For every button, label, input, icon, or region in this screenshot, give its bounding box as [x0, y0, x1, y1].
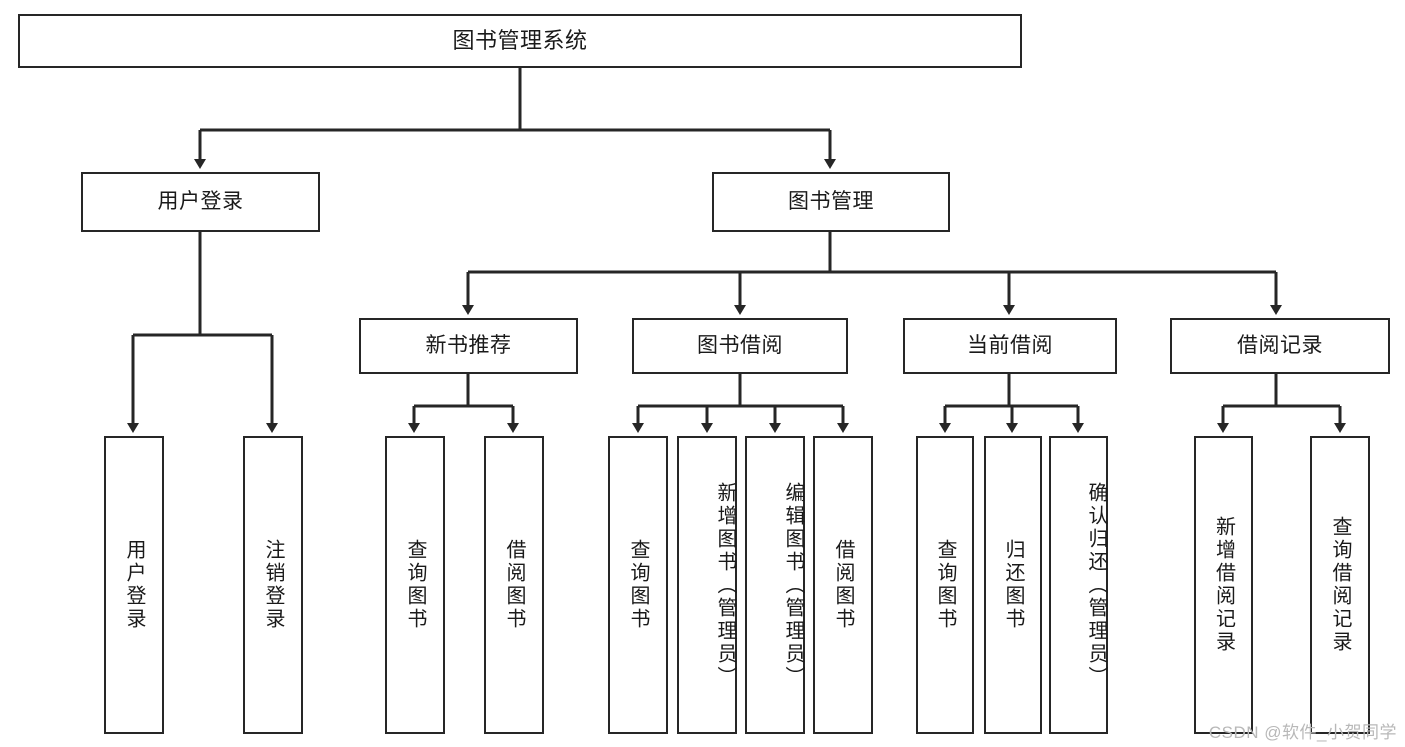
node-book-borrow[interactable]: 图书借阅	[632, 318, 848, 374]
leaf-user-login-signin[interactable]: 用户登录	[104, 436, 164, 734]
node-label: 新增借阅记录	[1212, 516, 1235, 654]
node-label: 借阅图书	[503, 539, 525, 631]
node-label: 注销登录	[262, 539, 284, 631]
leaf-borrow-borrow-book[interactable]: 借阅图书	[813, 436, 873, 734]
leaf-borrow-query-book[interactable]: 查询图书	[608, 436, 668, 734]
node-label: 确认归还（管理员）	[1085, 481, 1107, 689]
node-borrow-record[interactable]: 借阅记录	[1170, 318, 1390, 374]
node-new-book-recommend[interactable]: 新书推荐	[359, 318, 578, 374]
node-current-borrow[interactable]: 当前借阅	[903, 318, 1117, 374]
leaf-new-book-borrow[interactable]: 借阅图书	[484, 436, 544, 734]
node-label: 查询图书	[404, 539, 426, 631]
leaf-current-query-book[interactable]: 查询图书	[916, 436, 974, 734]
node-label: 图书借阅	[697, 334, 783, 358]
node-label: 用户登录	[157, 190, 244, 214]
node-label: 新增图书（管理员）	[714, 481, 736, 689]
node-label: 借阅记录	[1237, 334, 1323, 358]
leaf-borrow-edit-book[interactable]: 编辑图书（管理员）	[745, 436, 805, 734]
leaf-user-login-signout[interactable]: 注销登录	[243, 436, 303, 734]
leaf-current-confirm-return[interactable]: 确认归还（管理员）	[1049, 436, 1108, 734]
node-user-login[interactable]: 用户登录	[81, 172, 320, 232]
node-label: 查询图书	[627, 539, 649, 631]
leaf-current-return-book[interactable]: 归还图书	[984, 436, 1042, 734]
node-root-system[interactable]: 图书管理系统	[18, 14, 1022, 68]
leaf-new-book-query[interactable]: 查询图书	[385, 436, 445, 734]
node-label: 归还图书	[1002, 539, 1024, 631]
node-label: 用户登录	[123, 539, 145, 631]
node-label: 图书管理系统	[452, 27, 588, 53]
node-label: 查询图书	[934, 539, 956, 631]
node-label: 借阅图书	[832, 539, 854, 631]
leaf-record-add[interactable]: 新增借阅记录	[1194, 436, 1253, 734]
node-label: 图书管理	[788, 190, 874, 214]
leaf-borrow-add-book[interactable]: 新增图书（管理员）	[677, 436, 737, 734]
node-label: 新书推荐	[425, 334, 512, 358]
node-label: 查询借阅记录	[1329, 516, 1351, 654]
node-label: 编辑图书（管理员）	[782, 481, 804, 689]
csdn-watermark: CSDN @软件_小贺同学	[1208, 723, 1397, 742]
node-label: 当前借阅	[967, 334, 1053, 358]
leaf-record-query[interactable]: 查询借阅记录	[1310, 436, 1370, 734]
node-book-management[interactable]: 图书管理	[712, 172, 950, 232]
